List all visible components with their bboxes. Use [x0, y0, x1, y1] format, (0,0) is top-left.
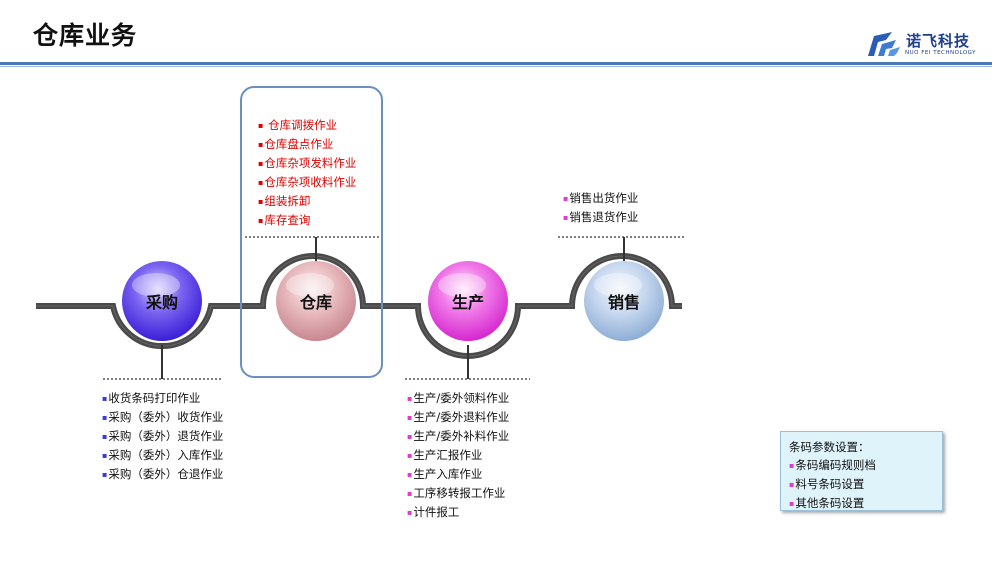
list-item: 仓库杂项收料作业: [258, 173, 356, 192]
company-logo: [868, 32, 900, 56]
list-item: 销售退货作业: [563, 208, 638, 227]
list-item: 计件报工: [407, 503, 509, 522]
header-divider-thin: [0, 66, 992, 67]
list-item: 生产/委外领料作业: [407, 389, 509, 408]
node-production: [428, 261, 508, 341]
list-item: 采购（委外）收货作业: [102, 408, 223, 427]
list-item: 生产/委外补料作业: [407, 427, 509, 446]
logo-subtitle: NUO FEI TECHNOLOGY: [905, 50, 977, 56]
purchase-task-list: 收货条码打印作业 采购（委外）收货作业 采购（委外）退货作业 采购（委外）入库作…: [102, 389, 223, 484]
list-item: 仓库杂项发料作业: [258, 154, 356, 173]
list-item: 采购（委外）仓退作业: [102, 465, 223, 484]
list-item: 销售出货作业: [563, 189, 638, 208]
node-label-sales: 销售: [607, 293, 640, 312]
warehouse-task-list: 仓库调拨作业 仓库盘点作业 仓库杂项发料作业 仓库杂项收料作业 组装拆卸 库存查…: [258, 116, 356, 230]
header-divider: [0, 62, 992, 65]
list-item: 收货条码打印作业: [102, 389, 223, 408]
list-item: 生产入库作业: [407, 465, 509, 484]
sales-task-list: 销售出货作业 销售退货作业: [563, 189, 638, 227]
node-label-production: 生产: [451, 293, 484, 312]
node-purchase: [122, 261, 202, 341]
page-title: 仓库业务: [33, 21, 138, 50]
flow-line: [36, 253, 682, 359]
list-item: 生产汇报作业: [407, 446, 509, 465]
list-item: 组装拆卸: [258, 192, 356, 211]
logo-name: 诺飞科技: [906, 32, 971, 50]
list-item: 其他条码设置: [789, 494, 942, 513]
node-sales: [584, 261, 664, 341]
barcode-settings-box: 条码参数设置： 条码编码规则档 料号条码设置 其他条码设置: [780, 431, 943, 511]
node-warehouse: [276, 261, 356, 341]
node-label-warehouse: 仓库: [299, 293, 332, 312]
barcode-settings-heading: 条码参数设置：: [789, 440, 870, 454]
production-task-list: 生产/委外领料作业 生产/委外退料作业 生产/委外补料作业 生产汇报作业 生产入…: [407, 389, 509, 522]
warehouse-highlight-box: [240, 86, 383, 378]
list-item: 库存查询: [258, 211, 356, 230]
node-label-purchase: 采购: [145, 293, 178, 312]
list-item: 采购（委外）入库作业: [102, 446, 223, 465]
list-item: 料号条码设置: [789, 475, 942, 494]
list-item: 生产/委外退料作业: [407, 408, 509, 427]
list-item: 条码编码规则档: [789, 456, 942, 475]
list-item: 仓库盘点作业: [258, 135, 356, 154]
list-item: 仓库调拨作业: [258, 116, 356, 135]
list-item: 采购（委外）退货作业: [102, 427, 223, 446]
list-item: 工序移转报工作业: [407, 484, 509, 503]
